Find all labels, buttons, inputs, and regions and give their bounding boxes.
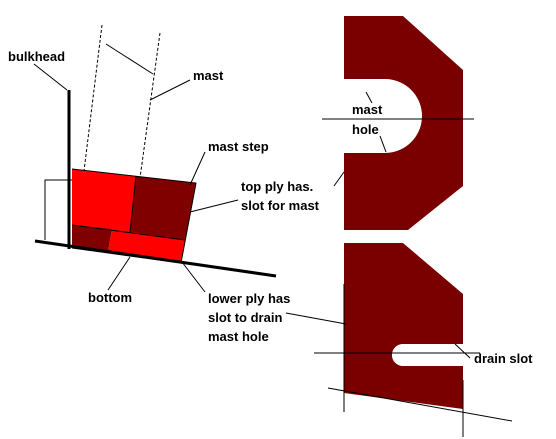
- top-ply-label-line1: top ply has.: [241, 179, 313, 194]
- bulkhead-label: bulkhead: [8, 49, 65, 64]
- top-ply-front-block: [72, 169, 136, 232]
- mast-right-line: [139, 32, 161, 179]
- mast-leader: [149, 79, 191, 101]
- mast-hole-label-line1: mast: [352, 102, 383, 117]
- drain-slot-label: drain slot: [474, 351, 533, 366]
- mast-hole-leader-top: [365, 91, 373, 104]
- lower-ply-leader-line: [285, 312, 347, 325]
- lower-ply-leader: [181, 261, 206, 293]
- ply-divider-line: [71, 224, 186, 241]
- mast-hole-leader: [379, 135, 387, 153]
- mast-step-leader: [189, 151, 206, 186]
- side-view: bulkhead mast mast step top ply has. slo…: [8, 24, 320, 344]
- top-ply-rear-block: [130, 176, 196, 240]
- top-ply-edge-tick: [333, 171, 345, 187]
- mast-hole-label-line2: hole: [352, 122, 379, 137]
- mast-step-label: mast step: [208, 139, 269, 154]
- lower-ply-label-line2: slot to drain: [208, 310, 282, 325]
- drain-slot-leader: [454, 343, 471, 359]
- block-divider-line: [129, 175, 137, 233]
- mast-left-line: [83, 24, 103, 172]
- top-ply-shape: [344, 16, 463, 230]
- top-ply-leader: [189, 199, 239, 213]
- lower-ply-label-line1: lower ply has: [208, 291, 290, 306]
- mast-label: mast: [193, 68, 224, 83]
- height-bracket: [44, 179, 72, 240]
- top-ply-label-line2: slot for mast: [241, 198, 320, 213]
- lower-ply-bottom-line: [327, 387, 513, 422]
- bottom-leader: [107, 256, 131, 291]
- bottom-line: [34, 239, 277, 278]
- lower-ply-label-line3: mast hole: [208, 329, 269, 344]
- lower-ply-plan: drain slot: [285, 243, 533, 437]
- drain-slot-cutout: [392, 344, 463, 366]
- bulkhead-leader: [33, 63, 68, 91]
- bottom-label: bottom: [88, 290, 132, 305]
- lower-ply-front-block: [72, 225, 112, 252]
- mast-top-line: [105, 43, 154, 75]
- top-ply-plan: mast hole: [322, 16, 474, 230]
- lower-ply-shape: [344, 243, 463, 409]
